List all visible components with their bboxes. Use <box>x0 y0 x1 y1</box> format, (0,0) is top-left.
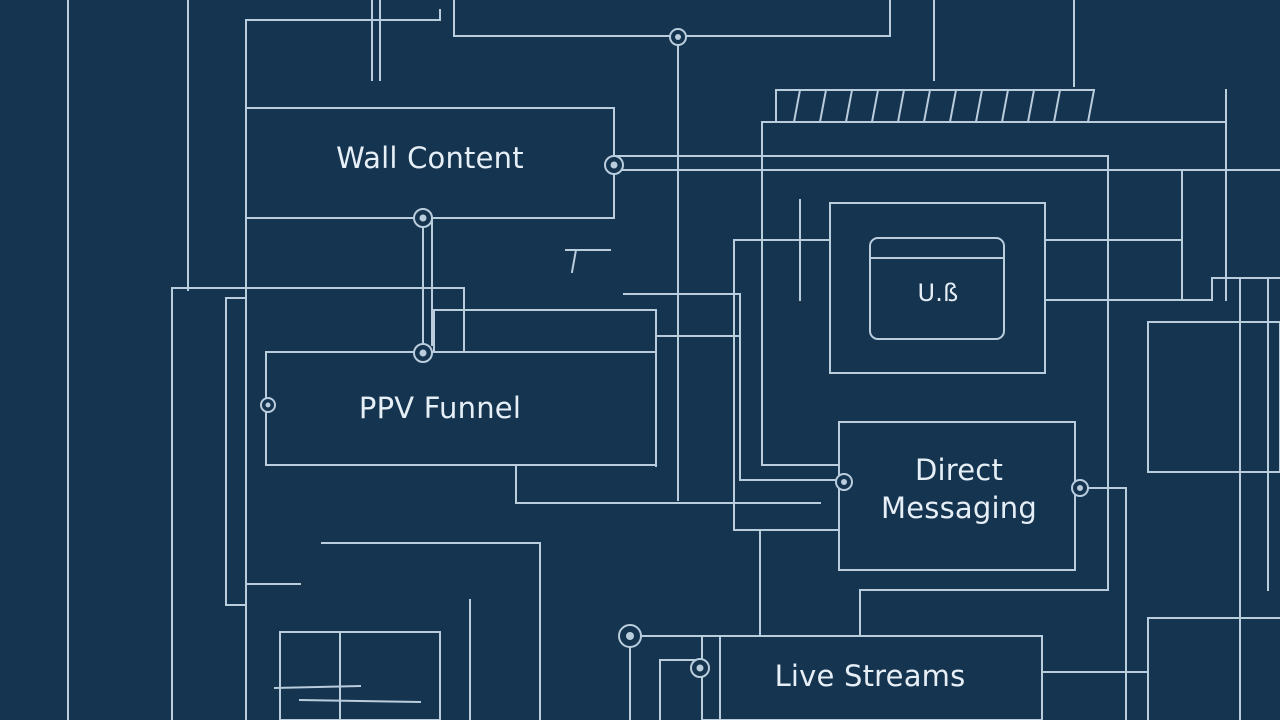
direct-messaging-label-line1: Direct <box>914 453 1004 487</box>
wall-content-label: Wall Content <box>336 141 524 175</box>
ppv-funnel-node[interactable]: PPV Funnel <box>300 390 580 428</box>
direct-messaging-label-line2: Messaging <box>881 490 1037 525</box>
live-streams-label: Live Streams <box>774 659 966 693</box>
wall-content-node[interactable]: Wall Content <box>300 140 560 178</box>
ppv-funnel-label: PPV Funnel <box>358 391 522 425</box>
direct-messaging-node[interactable]: Direct Messaging <box>846 452 1072 527</box>
ui-window-label: U.ß <box>917 279 959 307</box>
live-streams-node[interactable]: Live Streams <box>740 658 1000 696</box>
ui-window-node[interactable]: U.ß <box>876 278 1000 309</box>
